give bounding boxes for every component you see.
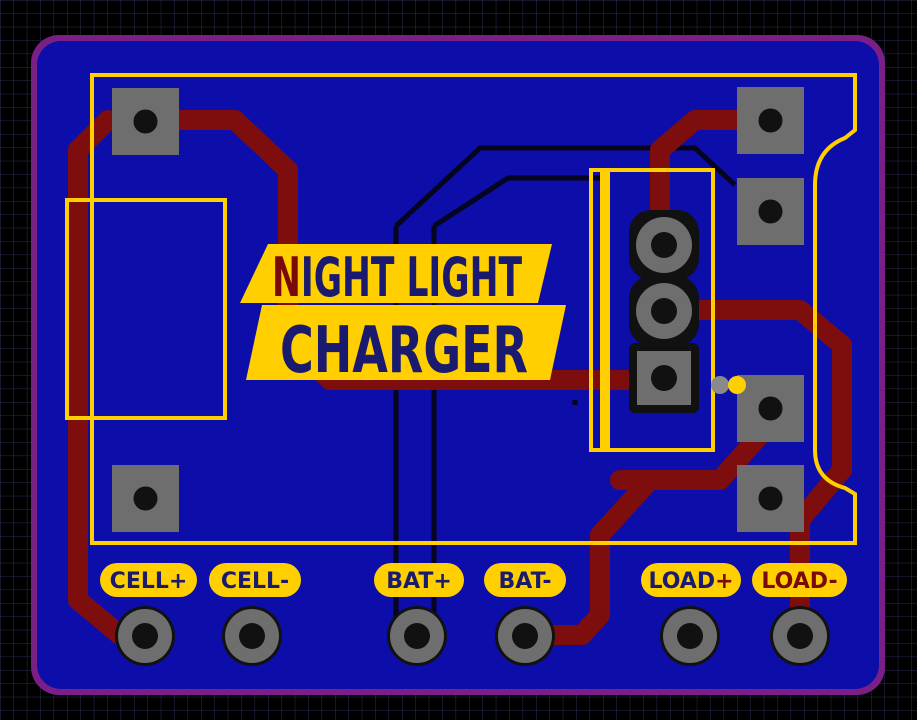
- title-line1: IGHT LIGHT: [301, 246, 522, 309]
- pad-label-row: CELL+ CELL- BAT+ BAT- LOAD+ LOAD-: [100, 563, 847, 597]
- edge-pads[interactable]: [115, 606, 830, 666]
- vias: [711, 376, 746, 394]
- label-load-minus: LOAD-: [761, 569, 837, 594]
- via-silk-dot: [728, 376, 746, 394]
- header-pin1-marker: [600, 172, 610, 448]
- label-load-plus-word: LOAD: [648, 569, 715, 594]
- label-pill-bat-minus: [484, 563, 566, 597]
- svg-text:NIGHT LIGHT: NIGHT LIGHT: [272, 246, 522, 309]
- label-bat-minus: BAT-: [499, 569, 552, 594]
- board-silk-frame: [90, 73, 857, 545]
- edge-pad-bat-plus: [387, 606, 447, 666]
- label-cell-minus: CELL-: [221, 569, 289, 594]
- edge-pad-bat-minus: [495, 606, 555, 666]
- label-load-plus-sign: +: [715, 569, 733, 594]
- edge-pad-load-plus: [660, 606, 720, 666]
- title-line2: CHARGER: [280, 314, 528, 388]
- edge-pad-cell-plus: [115, 606, 175, 666]
- label-pill-cell-plus: [100, 563, 197, 597]
- title-banner-top: [240, 244, 552, 303]
- battery-holder-silk: [65, 198, 227, 420]
- header-silk: [589, 168, 715, 452]
- trace-load: [680, 300, 852, 645]
- label-bat-plus: BAT+: [386, 569, 452, 594]
- trace-usb-gnd: [650, 110, 780, 250]
- title-banner-bottom: [246, 305, 566, 380]
- label-pill-load-minus: [752, 563, 847, 597]
- usb-pads[interactable]: [737, 87, 804, 532]
- label-pill-load-plus: [641, 563, 741, 597]
- title-accent-letter: N: [272, 246, 301, 309]
- label-pill-cell-minus: [209, 563, 301, 597]
- label-cell-plus: CELL+: [110, 569, 188, 594]
- edge-pad-load-minus: [770, 606, 830, 666]
- title-banner: NIGHT LIGHT CHARGER: [240, 244, 566, 388]
- label-pill-bat-plus: [374, 563, 464, 597]
- header-pins[interactable]: [629, 210, 699, 413]
- edge-pad-cell-minus: [222, 606, 282, 666]
- via-gray: [711, 376, 729, 394]
- battery-pads[interactable]: [112, 88, 179, 532]
- svg-text:LOAD+: LOAD+: [648, 569, 733, 594]
- silkscreen: [65, 73, 857, 545]
